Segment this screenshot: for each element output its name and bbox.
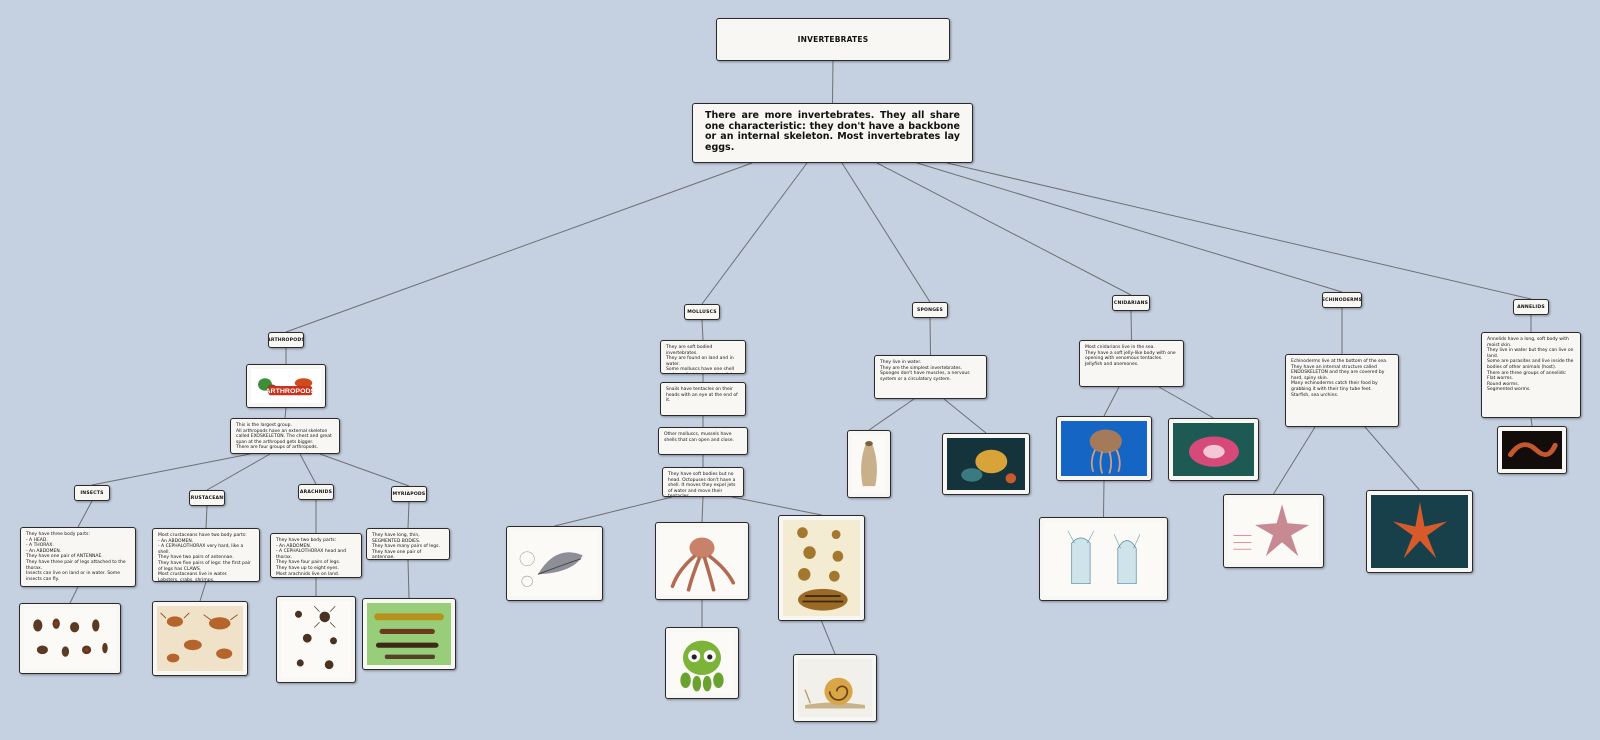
echinoderms-description[interactable]: Echinoderms live at the bottom of the se… <box>1285 354 1399 427</box>
arachnids-image[interactable] <box>276 596 356 683</box>
connector-line <box>946 162 1532 300</box>
connector-line <box>841 162 931 303</box>
myriapods-description[interactable]: They have long, thin, SEGMENTED BODIES. … <box>366 528 450 560</box>
connector-line <box>701 496 704 523</box>
arthropods-logo-image[interactable]: ARTHROPODS <box>246 364 326 408</box>
connector-line <box>407 501 410 529</box>
connector-line <box>554 496 673 527</box>
connector-line <box>701 319 704 341</box>
octopus-cartoon-image[interactable] <box>665 627 739 699</box>
myriapods-image[interactable] <box>362 598 456 670</box>
connector-line <box>1364 426 1420 491</box>
cnidarian-anatomy-image[interactable] <box>1039 517 1168 601</box>
myriapods-label[interactable]: MYRIAPODS <box>391 486 427 502</box>
mussel-diagram-image[interactable] <box>506 526 603 601</box>
connector-line <box>319 453 410 487</box>
intro-node[interactable]: There are more invertebrates. They all s… <box>692 103 973 163</box>
echinoderms-label[interactable]: ECHINODERMS <box>1322 292 1362 308</box>
annelids-description[interactable]: Annelids have a long, soft body with moi… <box>1481 332 1581 418</box>
connector-line <box>206 453 271 491</box>
snails-chart-image[interactable] <box>778 515 865 621</box>
connector-line <box>1103 386 1120 417</box>
connector-line <box>943 398 987 434</box>
connector-line <box>69 586 79 604</box>
connector-line <box>929 317 931 356</box>
connector-line <box>832 60 834 104</box>
arthropods-logo-text: ARTHROPODS <box>266 388 316 395</box>
insects-image[interactable] <box>19 603 121 674</box>
connector-line <box>1103 480 1105 518</box>
jellyfish-image[interactable] <box>1056 416 1152 481</box>
worm-image[interactable] <box>1497 426 1567 474</box>
starfish-photo-image[interactable] <box>1366 490 1473 573</box>
connector-line <box>916 162 1343 293</box>
connector-line <box>1130 310 1132 341</box>
crustaceans-image[interactable] <box>152 601 248 676</box>
connector-line <box>285 162 753 333</box>
connector-line <box>701 162 808 305</box>
insects-description[interactable]: They have three body parts: - A HEAD. - … <box>20 527 136 587</box>
starfish-diagram-image[interactable] <box>1223 494 1324 568</box>
connector-line <box>868 398 915 431</box>
sponges-description[interactable]: They live in water. They are the simples… <box>874 355 987 399</box>
connector-line <box>1530 417 1533 427</box>
sponges-label[interactable]: SPONGES <box>912 302 948 318</box>
arachnids-label[interactable]: ARACHNIDS <box>298 484 334 500</box>
arthropods-label[interactable]: ARTHROPODS <box>268 332 304 348</box>
cnidarians-label[interactable]: CNIDARIANS <box>1112 295 1150 311</box>
title-node[interactable]: INVERTEBRATES <box>716 18 950 61</box>
cnidarians-description[interactable]: Most cnidarians live in the sea. They ha… <box>1079 340 1184 387</box>
anemone-image[interactable] <box>1168 418 1259 481</box>
sponge-photo-image[interactable] <box>942 433 1030 495</box>
connector-line <box>731 496 822 516</box>
molluscs-label[interactable]: MOLLUSCS <box>684 304 720 320</box>
connector-line <box>91 453 251 486</box>
connector-line <box>1273 426 1316 495</box>
connector-line <box>407 559 410 599</box>
arachnids-description[interactable]: They have two body parts: - An ABDOMEN. … <box>270 533 362 578</box>
sponge-diagram-image[interactable] <box>847 430 891 498</box>
octopus-image[interactable] <box>655 522 749 600</box>
connector-line <box>77 500 93 528</box>
insects-label[interactable]: INSECTS <box>74 485 110 501</box>
molluscs-description-4[interactable]: They have soft bodies but no head. Octop… <box>662 467 744 497</box>
snail-image[interactable] <box>793 654 877 722</box>
arthropods-description[interactable]: This is the largest group. All arthropod… <box>230 418 340 454</box>
molluscs-description-1[interactable]: They are soft bodied invertebrates. They… <box>660 340 746 374</box>
crustaceans-label[interactable]: CRUSTACEANS <box>189 490 225 506</box>
connector-line <box>821 620 836 655</box>
connector-line <box>1158 386 1214 419</box>
crustaceans-description[interactable]: Most crustaceans have two body parts: - … <box>152 528 260 582</box>
connector-line <box>284 407 287 419</box>
annelids-label[interactable]: ANNELIDS <box>1513 299 1549 315</box>
molluscs-description-2[interactable]: Snails have tentacles on their heads wit… <box>660 382 746 416</box>
connector-line <box>205 505 208 529</box>
molluscs-description-3[interactable]: Other molluscs, mussels have shells that… <box>658 427 748 455</box>
connector-line <box>876 162 1132 296</box>
connector-line <box>299 453 317 485</box>
connector-line <box>199 581 207 602</box>
